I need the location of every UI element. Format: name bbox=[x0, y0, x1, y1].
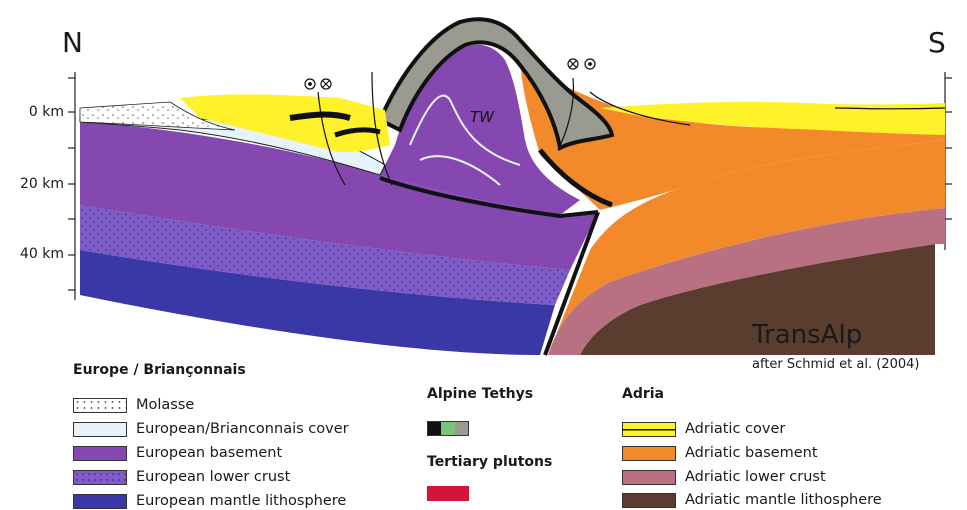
citation: after Schmid et al. (2004) bbox=[752, 357, 919, 372]
legend-label: European/Brianconnais cover bbox=[136, 421, 349, 437]
legend-item-adriatic-lower-crust: Adriatic lower crust bbox=[622, 468, 826, 486]
depth-axis-left bbox=[68, 72, 75, 300]
legend-item-european-basement: European basement bbox=[73, 444, 282, 462]
tethys-swatch-green bbox=[441, 422, 454, 435]
adriatic-lower-crust-swatch bbox=[622, 470, 676, 485]
european-cover-swatch bbox=[73, 422, 127, 437]
section-title: TransAlp bbox=[752, 320, 862, 350]
legend-item-adriatic-cover: Adriatic cover bbox=[622, 420, 785, 438]
legend-label: European basement bbox=[136, 445, 282, 461]
legend-label: Adriatic basement bbox=[685, 445, 818, 461]
legend-heading-europe: Europe / Briançonnais bbox=[73, 362, 246, 378]
adriatic-mantle-swatch bbox=[622, 493, 676, 508]
molasse-swatch bbox=[73, 398, 127, 413]
tethys-swatch bbox=[427, 421, 469, 436]
legend-item-adriatic-mantle: Adriatic mantle lithosphere bbox=[622, 491, 882, 509]
thrust-black-1 bbox=[290, 115, 350, 118]
legend-item-adriatic-basement: Adriatic basement bbox=[622, 444, 818, 462]
legend-label: Adriatic lower crust bbox=[685, 469, 826, 485]
tethys-swatch-grey bbox=[455, 422, 468, 435]
european-lower-crust-swatch bbox=[73, 470, 127, 485]
cross-section: TW bbox=[0, 0, 967, 370]
european-basement-swatch bbox=[73, 446, 127, 461]
tethys-swatch-black bbox=[428, 422, 441, 435]
legend-item-european-cover: European/Brianconnais cover bbox=[73, 420, 349, 438]
legend-label: Molasse bbox=[136, 397, 194, 413]
legend-label: Adriatic mantle lithosphere bbox=[685, 492, 882, 508]
legend-label: European lower crust bbox=[136, 469, 290, 485]
depth-axis-right bbox=[945, 72, 952, 250]
legend-label: European mantle lithosphere bbox=[136, 493, 346, 509]
legend-heading-adria: Adria bbox=[622, 386, 664, 402]
legend-item-molasse: Molasse bbox=[73, 396, 194, 414]
legend-item-european-lower-crust: European lower crust bbox=[73, 468, 290, 486]
adriatic-basement-swatch bbox=[622, 446, 676, 461]
legend-label: Adriatic cover bbox=[685, 421, 785, 437]
adriatic-cover-swatch bbox=[622, 422, 676, 437]
legend-item-european-mantle: European mantle lithosphere bbox=[73, 492, 346, 510]
european-mantle-swatch bbox=[73, 494, 127, 509]
legend-heading-tethys: Alpine Tethys bbox=[427, 386, 533, 402]
plutons-swatch bbox=[427, 486, 469, 501]
tw-label: TW bbox=[470, 108, 495, 126]
legend-heading-plutons: Tertiary plutons bbox=[427, 454, 552, 470]
